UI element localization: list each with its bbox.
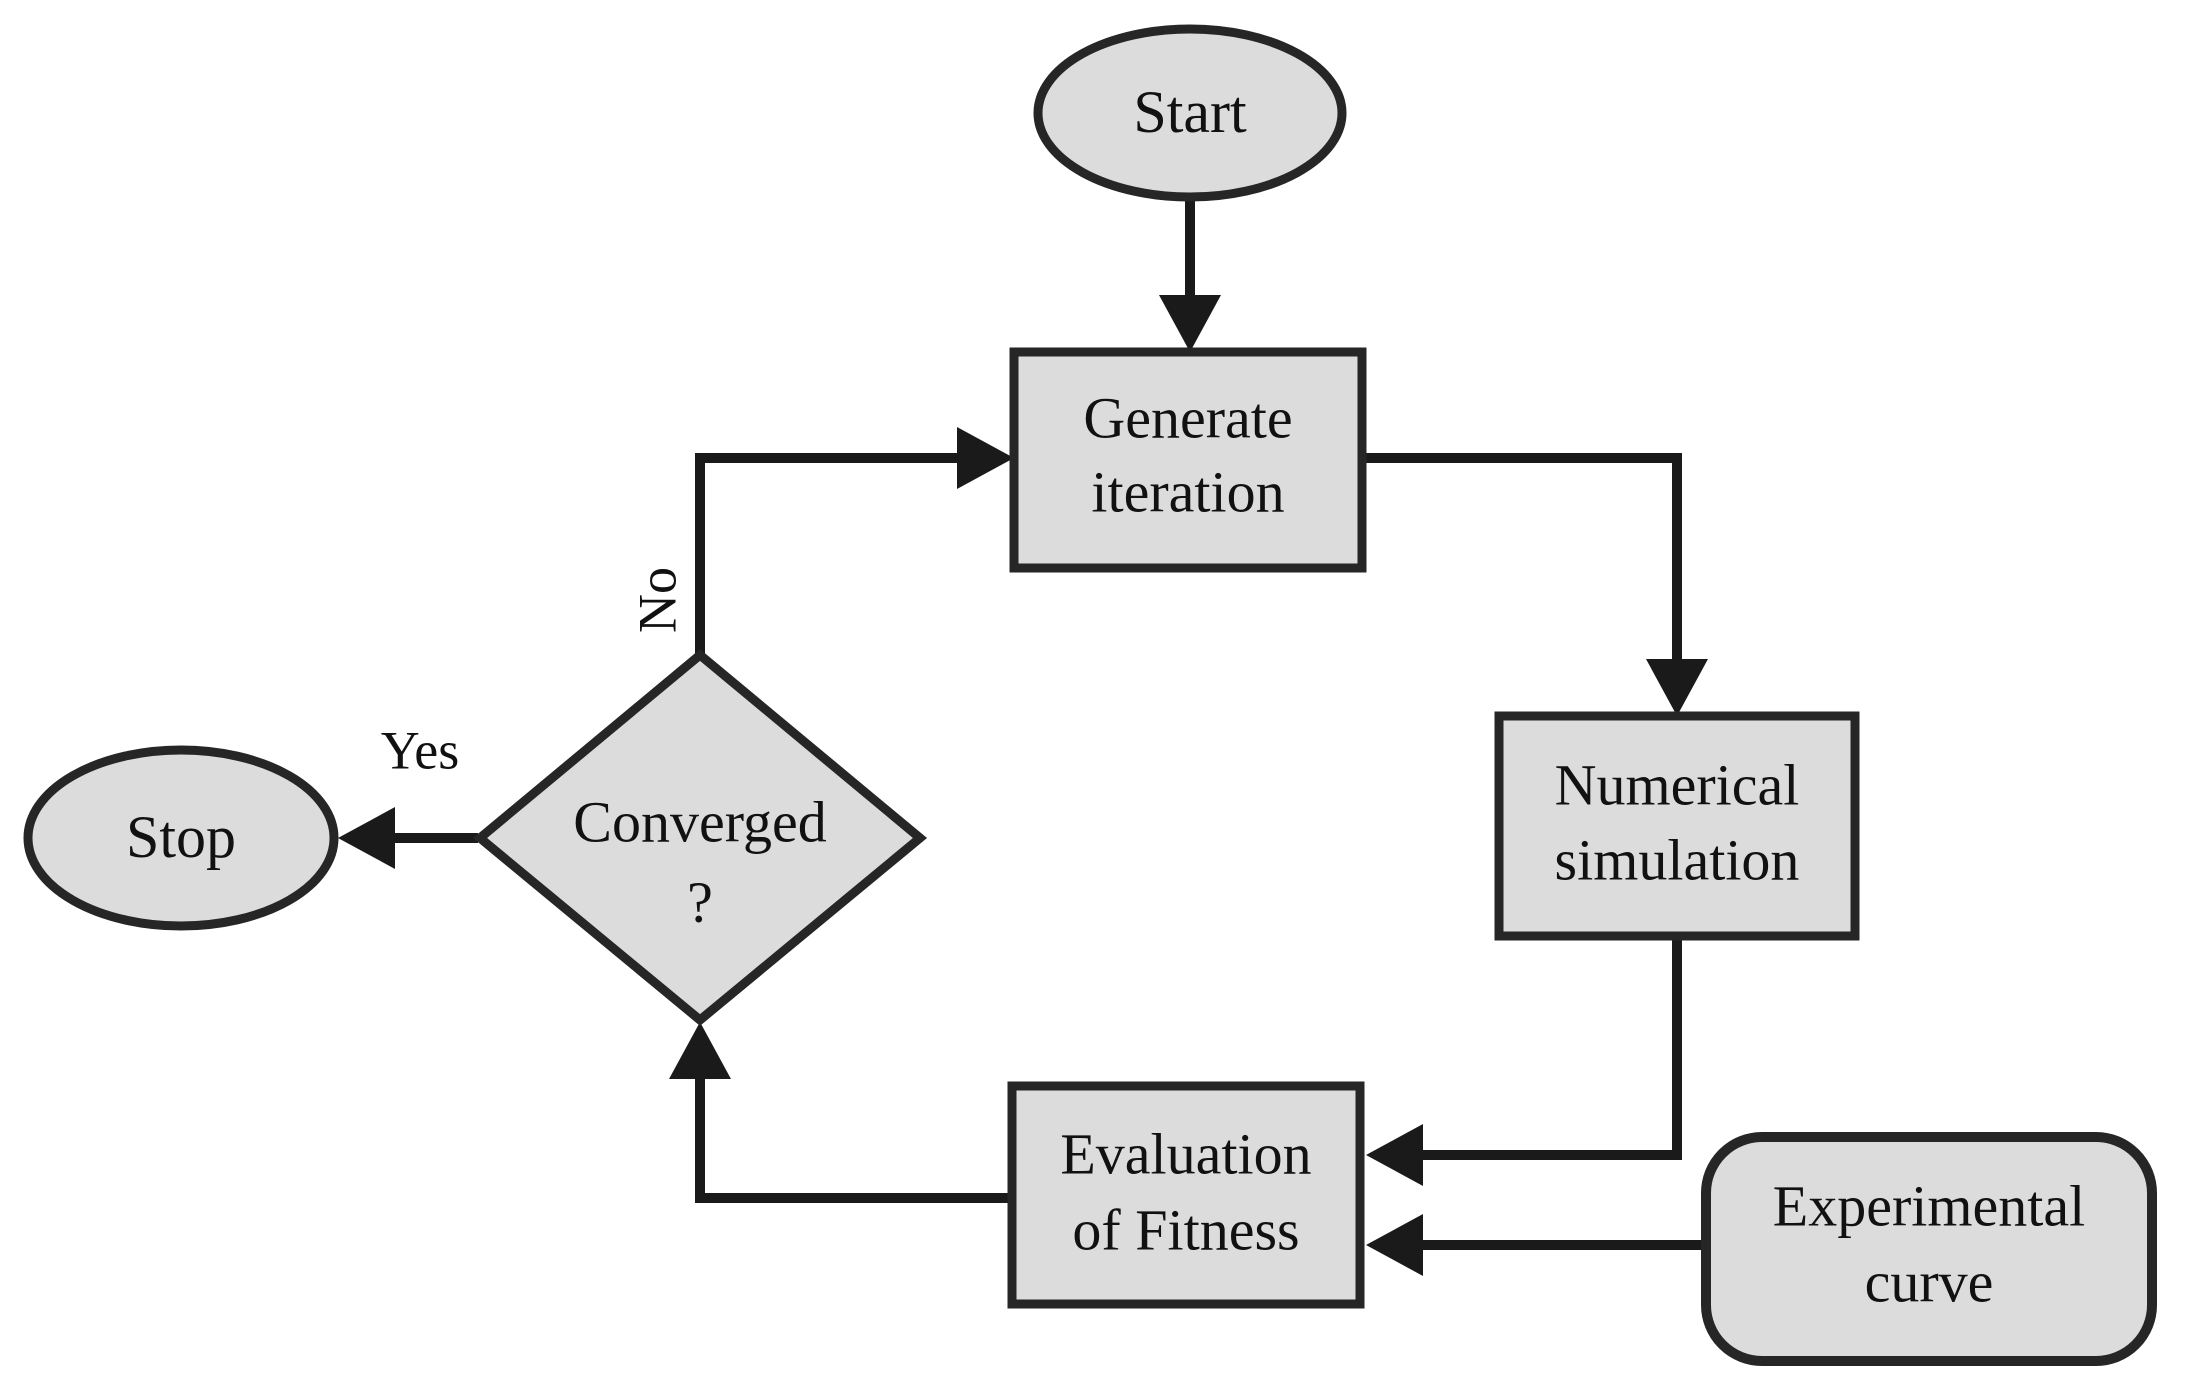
start-label: Start (1133, 79, 1247, 145)
edge-experimental-to-evaluation-arrowhead (1366, 1214, 1423, 1276)
node-converged-decision[interactable]: Converged ? (472, 649, 928, 1026)
edge-converged-to-generate-iteration: No (627, 427, 1014, 655)
numerical-simulation-rect-shape[interactable] (1494, 711, 1860, 941)
edge-numerical-to-evaluation-arrowhead (1366, 1124, 1423, 1186)
converged-diamond-shape[interactable] (472, 649, 928, 1026)
edge-converged-to-generate-line (695, 453, 990, 655)
generate-iteration-label-line1: Generate (1083, 385, 1292, 450)
edge-start-to-generate-iteration (1159, 198, 1221, 352)
evaluation-of-fitness-label-line1: Evaluation (1060, 1121, 1311, 1186)
edge-start-to-generate-arrowhead (1159, 295, 1221, 352)
edge-numerical-simulation-to-evaluation-of-fitness (1366, 935, 1682, 1186)
start-ellipse-shape[interactable] (1033, 24, 1347, 202)
generate-iteration-rect-shape[interactable] (1009, 347, 1367, 573)
edge-converged-to-generate-arrowhead (957, 427, 1014, 489)
node-stop[interactable]: Stop (23, 745, 339, 931)
node-evaluation-of-fitness[interactable]: Evaluation of Fitness (1007, 1081, 1365, 1309)
converged-label-line1: Converged (573, 789, 826, 854)
edge-generate-iteration-to-numerical-simulation (1360, 453, 1708, 716)
edge-generate-to-numerical-arrowhead (1646, 659, 1708, 716)
stop-label: Stop (126, 804, 236, 870)
node-numerical-simulation[interactable]: Numerical simulation (1494, 711, 1860, 941)
node-experimental-curve[interactable]: Experimental curve (1701, 1132, 2157, 1366)
edge-converged-to-stop: Yes (338, 720, 478, 869)
node-generate-iteration[interactable]: Generate iteration (1009, 347, 1367, 573)
numerical-simulation-label-line2: simulation (1555, 827, 1800, 892)
edge-evaluation-to-converged-line (695, 1050, 1008, 1203)
edge-converged-to-stop-arrowhead (338, 807, 395, 869)
edge-label-yes: Yes (381, 720, 460, 780)
numerical-simulation-label-line1: Numerical (1555, 752, 1800, 817)
stop-ellipse-shape[interactable] (23, 745, 339, 931)
edge-evaluation-of-fitness-to-converged (669, 1022, 1008, 1203)
node-start[interactable]: Start (1033, 24, 1347, 202)
experimental-curve-label-line2: curve (1865, 1249, 1994, 1314)
edge-evaluation-to-converged-arrowhead (669, 1022, 731, 1079)
converged-label-line2: ? (687, 869, 713, 934)
edge-numerical-to-evaluation-line (1392, 935, 1682, 1160)
edge-label-no: No (627, 567, 687, 633)
edge-experimental-curve-to-evaluation-of-fitness (1366, 1214, 1702, 1276)
experimental-curve-label-line1: Experimental (1773, 1173, 2085, 1238)
evaluation-of-fitness-label-line2: of Fitness (1072, 1197, 1299, 1262)
generate-iteration-label-line2: iteration (1091, 459, 1284, 524)
evaluation-of-fitness-rect-shape[interactable] (1007, 1081, 1365, 1309)
experimental-curve-rect-shape[interactable] (1701, 1132, 2157, 1366)
edge-generate-to-numerical-line (1360, 453, 1682, 694)
